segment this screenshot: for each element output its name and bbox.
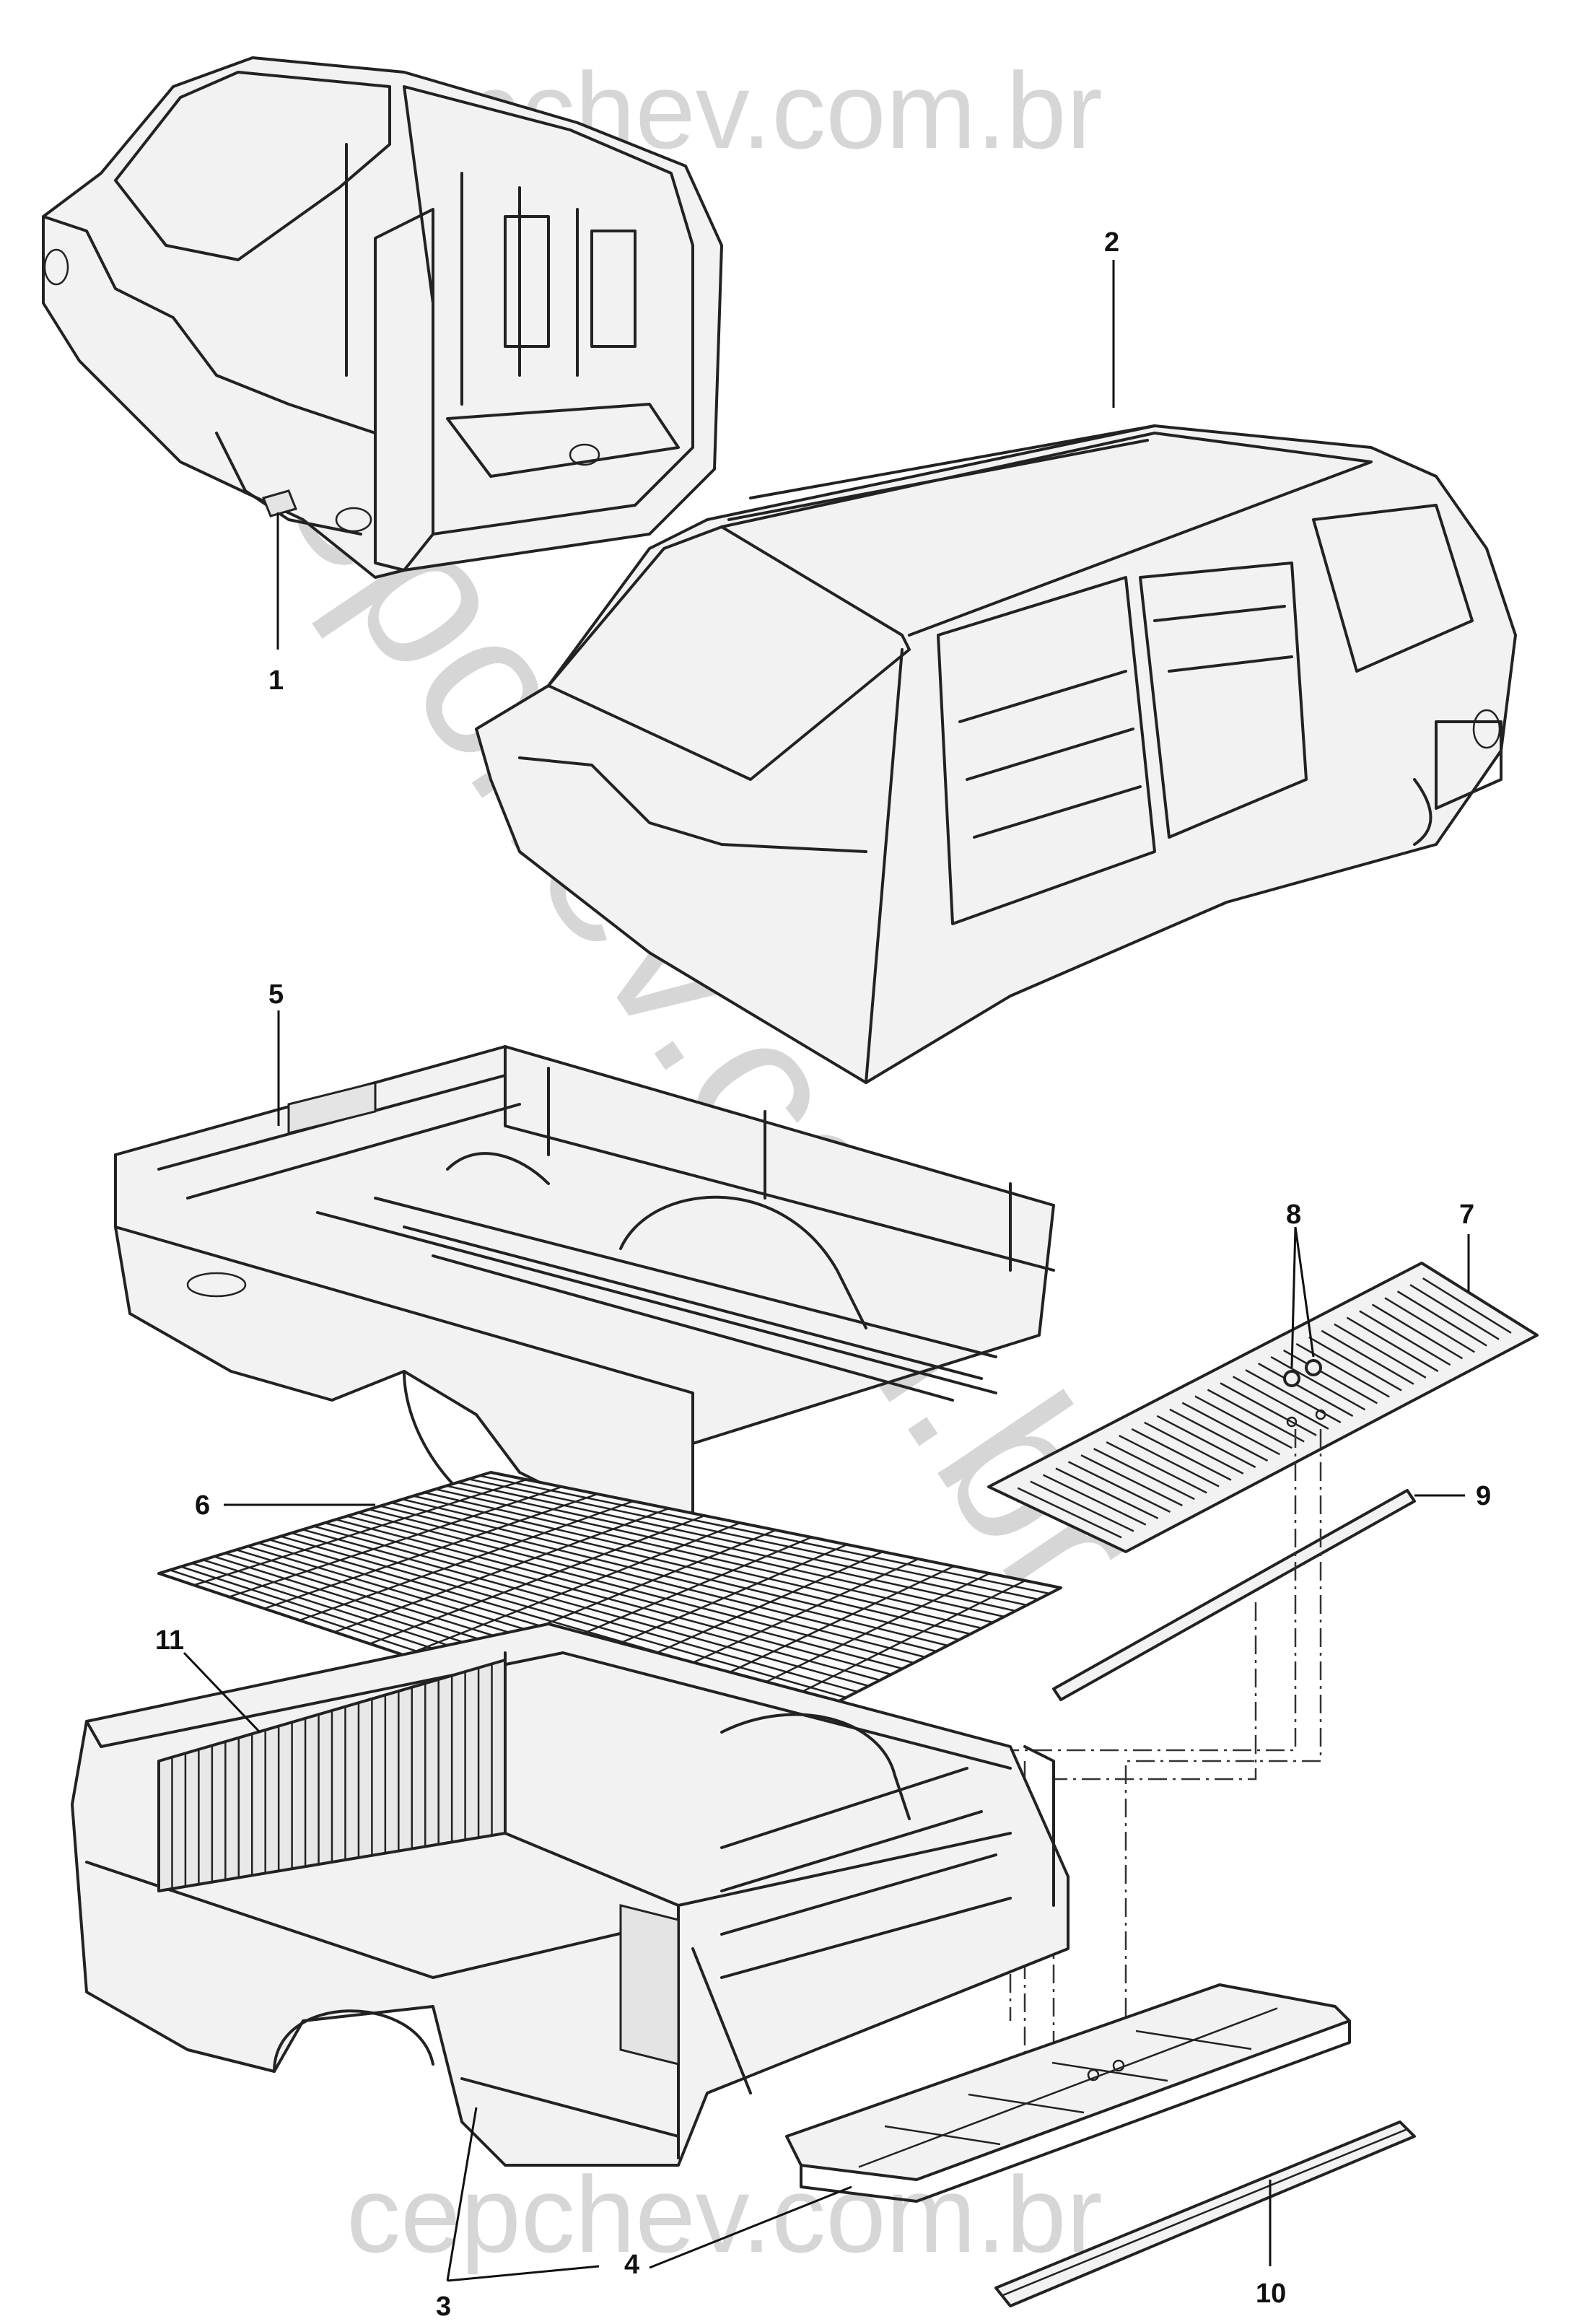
callout-9: 9 [1476, 1481, 1491, 1511]
part-tailgate-trim [994, 2120, 1416, 2307]
leader-4 [649, 2185, 852, 2269]
part-floor-panel [987, 1262, 1539, 1553]
leader-8b [1294, 1226, 1315, 1358]
leader-8a [1290, 1226, 1297, 1368]
part-tailgate [785, 1983, 1351, 2203]
part-front-panel [157, 1659, 507, 1892]
part-cab-shell [42, 56, 723, 579]
callout-4: 4 [624, 2250, 639, 2280]
part-bolts [1283, 1359, 1326, 1428]
watermark-bottom: cepchev.com.br [346, 2154, 1103, 2275]
callout-1: 1 [268, 665, 284, 696]
leader-3a [446, 2107, 478, 2281]
callout-5: 5 [268, 979, 284, 1010]
callout-6: 6 [195, 1490, 210, 1521]
part-pickup-bed [71, 1622, 1070, 2167]
callout-10: 10 [1256, 2279, 1286, 2309]
part-rail-strip [1052, 1489, 1416, 1701]
leader-11 [183, 1651, 261, 1734]
callout-2: 2 [1104, 227, 1119, 258]
leader-3b [447, 2265, 600, 2282]
callout-7: 7 [1459, 1200, 1474, 1230]
callout-8: 8 [1286, 1200, 1301, 1230]
part-suv-shell [475, 424, 1517, 1084]
callout-3: 3 [436, 2292, 451, 2322]
callout-11: 11 [155, 1625, 184, 1656]
